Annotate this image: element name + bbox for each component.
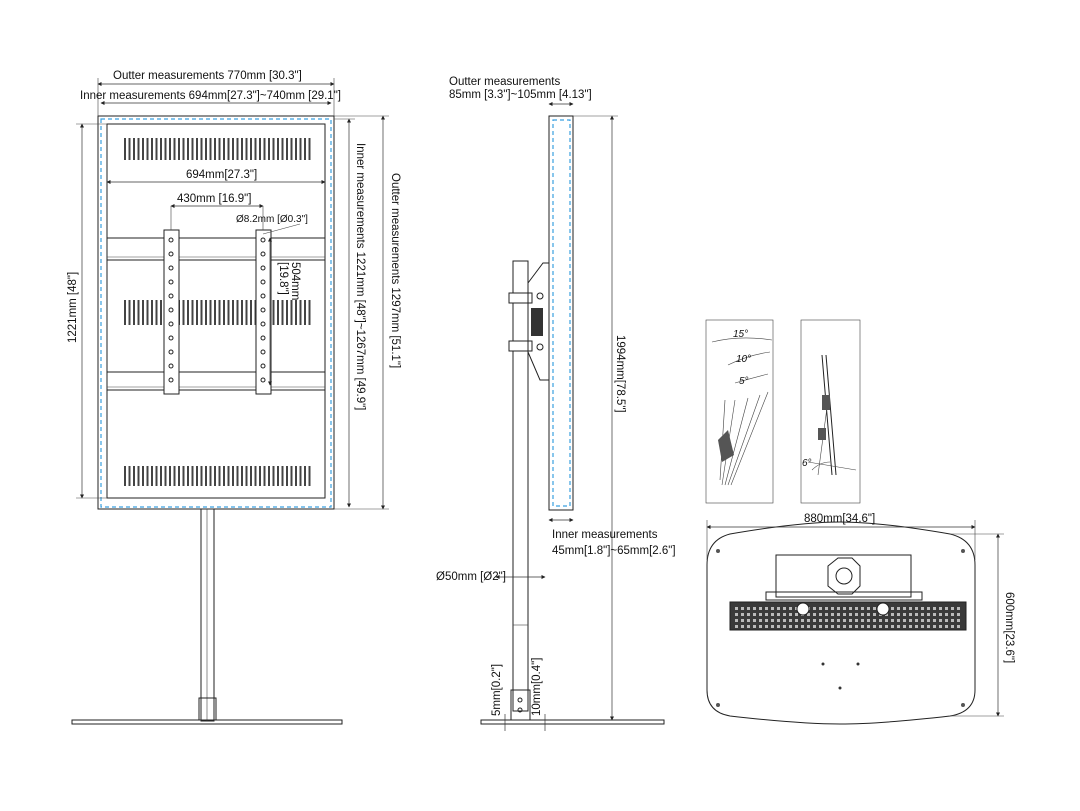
lower-pole-clamp (508, 340, 533, 352)
screen-dashed-outline (100, 118, 332, 508)
mount-height-mm-label: 504mm (289, 262, 301, 300)
upper-pole-clamp (508, 292, 533, 304)
base-pole-clamp (827, 557, 861, 595)
outer-depth-label-1: Outter measurements (449, 76, 560, 88)
mount-height-in-label: [19.8"] (277, 262, 289, 295)
base-thickness-label: 10mm[0.4"] (531, 658, 543, 716)
front-base-plate (71, 719, 343, 725)
tilt-view-right: 6° (800, 319, 861, 504)
screen-inner-frame (106, 123, 326, 499)
side-pole-collar (510, 689, 531, 721)
base-view: 880mm[34.6"] 600mm[23.6"] (706, 513, 1015, 725)
front-pole (200, 508, 215, 722)
pole-diameter-label: Ø50mm [Ø2"] (436, 571, 506, 583)
inner-height-label: Inner measurements 1221mm [48"]~1267mm [… (354, 143, 366, 410)
tilt-angle-15: 15° (733, 329, 748, 340)
tilt-angle-5: 5° (739, 376, 749, 387)
base-width-label: 880mm[34.6"] (804, 513, 875, 525)
base-perforated-rail (729, 601, 967, 631)
inner-depth-label-1: Inner measurements (552, 529, 658, 541)
base-upper-bracket (775, 554, 912, 598)
tilt-view-left: 15° 10° 5° (705, 319, 774, 504)
left-height-label: 1221mm [48"] (67, 272, 79, 343)
vent-slots-middle (124, 300, 311, 325)
base-depth-label: 600mm[23.6"] (1003, 592, 1015, 663)
upper-mount-rail (106, 237, 326, 261)
mount-width-label: 430mm [16.9"] (177, 193, 251, 205)
tilt-panel-right (800, 319, 861, 504)
vent-slots-bottom (124, 466, 311, 486)
tilt-angle-6: 6° (802, 458, 812, 469)
lower-mount-rail (106, 371, 326, 391)
front-pole-collar (198, 697, 217, 721)
vent-slots-top (124, 138, 311, 160)
side-pole (512, 260, 529, 712)
hole-diameter-label: Ø8.2mm [Ø0.3"] (236, 214, 308, 225)
inner-width-short-label: 694mm[27.3"] (186, 169, 257, 181)
inner-depth-label-2: 45mm[1.8"]~65mm[2.6"] (552, 545, 676, 557)
front-view: Outter measurements 770mm [30.3"] Inner … (67, 70, 401, 725)
tilt-mechanism (527, 262, 550, 381)
outer-depth-label-2: 85mm [3.3"]~105mm [4.13"] (449, 89, 592, 101)
total-height-label: 1994mm[78.5"] (614, 335, 626, 413)
tilt-angle-10: 10° (736, 354, 751, 365)
tilt-panel-left (705, 319, 774, 504)
base-gap-label: 5mm[0.2"] (491, 664, 503, 716)
side-base-plate (480, 719, 665, 725)
side-screen-dashed (552, 119, 571, 507)
outer-width-label: Outter measurements 770mm [30.3"] (113, 70, 302, 82)
outer-height-label: Outter measurements 1297mm [51.1"] (389, 173, 401, 368)
side-view: Outter measurements 85mm [3.3"]~105mm [4… (436, 76, 676, 731)
inner-width-label: Inner measurements 694mm[27.3"]~740mm [2… (80, 90, 341, 102)
screen-outer-frame (97, 115, 335, 510)
